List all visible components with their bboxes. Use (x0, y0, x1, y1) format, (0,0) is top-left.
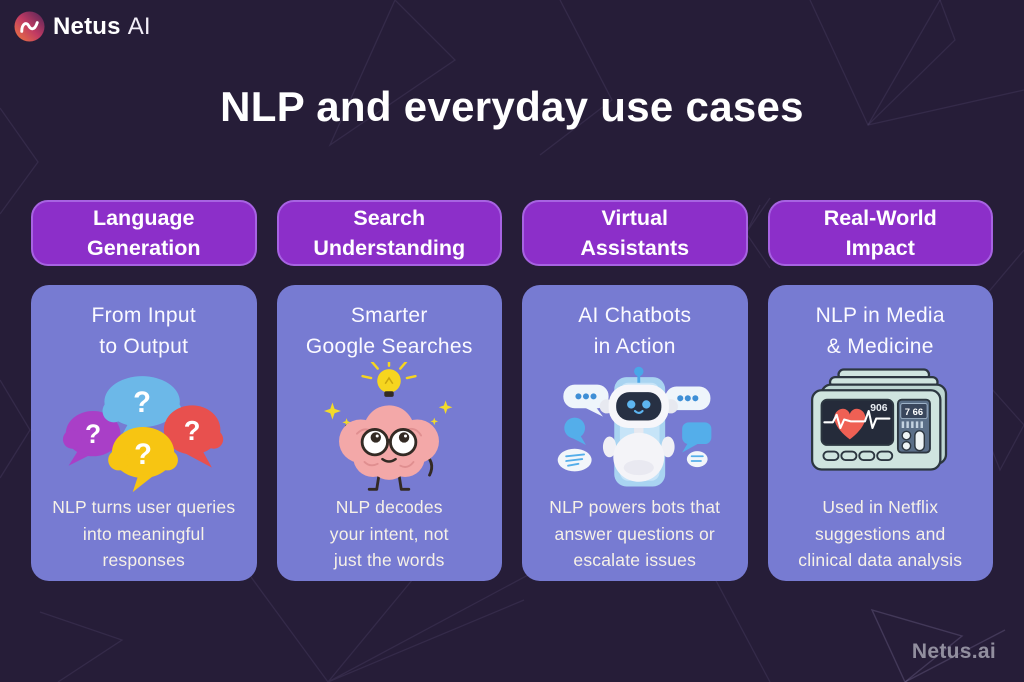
card-illustration: 906 7 66 (785, 362, 975, 494)
page-title: NLP and everyday use cases (220, 83, 804, 130)
monitor-side-reading: 7 66 (905, 406, 923, 417)
header-pill-language-generation: Language Generation (31, 200, 257, 266)
netus-logo-icon (14, 11, 45, 42)
brand-suffix: AI (127, 12, 151, 40)
watermark: Netus.ai (911, 640, 996, 663)
header-pill-real-world-impact: Real-World Impact (767, 200, 993, 266)
card-real-world-impact: NLP in Media & Medicine 906 (767, 285, 993, 581)
column-real-world-impact: Real-World Impact NLP in Media & Medicin… (767, 200, 993, 581)
svg-text:?: ? (85, 419, 101, 449)
svg-text:?: ? (134, 439, 152, 471)
svg-text:?: ? (183, 415, 200, 446)
card-title: AI Chatbots in Action (578, 304, 692, 358)
card-description: NLP decodes your intent, not just the wo… (329, 497, 449, 570)
brand-name: Netus (53, 12, 121, 40)
column-virtual-assistants: Virtual Assistants AI Chatbots in Action (522, 200, 748, 581)
card-title: Smarter Google Searches (305, 304, 473, 358)
card-title: NLP in Media & Medicine (815, 304, 945, 358)
question-speech-bubbles-icon: ? ? ? (62, 376, 223, 493)
monitor-screen-reading: 906 (870, 403, 888, 414)
header-pill-virtual-assistants: Virtual Assistants (522, 200, 748, 266)
column-language-generation: Language Generation From Input to Output… (31, 200, 257, 581)
thinking-brain-lightbulb-icon (324, 362, 453, 491)
heart-rate-monitor-icon: 906 7 66 (811, 368, 948, 471)
card-language-generation: From Input to Output ? (31, 285, 257, 581)
card-virtual-assistants: AI Chatbots in Action (522, 285, 748, 581)
card-description: NLP powers bots that answer questions or… (549, 497, 721, 570)
netus-logo: Netus AI (14, 11, 151, 42)
header-pill-search-understanding: Search Understanding (276, 200, 502, 266)
netus-logo-text: Netus AI (53, 13, 151, 41)
svg-text:?: ? (133, 387, 151, 419)
card-description: NLP turns user queries into meaningful r… (52, 497, 236, 570)
column-search-understanding: Search Understanding Smarter Google Sear… (276, 200, 502, 581)
card-title: From Input to Output (91, 304, 197, 358)
card-illustration: ? ? ? (49, 362, 239, 494)
card-illustration (294, 362, 484, 494)
use-case-grid: Language Generation From Input to Output… (31, 200, 993, 581)
card-description: Used in Netflix suggestions and clinical… (798, 497, 963, 570)
card-search-understanding: Smarter Google Searches (276, 285, 502, 581)
card-illustration (540, 362, 730, 494)
chatbot-robot-icon (557, 366, 712, 487)
